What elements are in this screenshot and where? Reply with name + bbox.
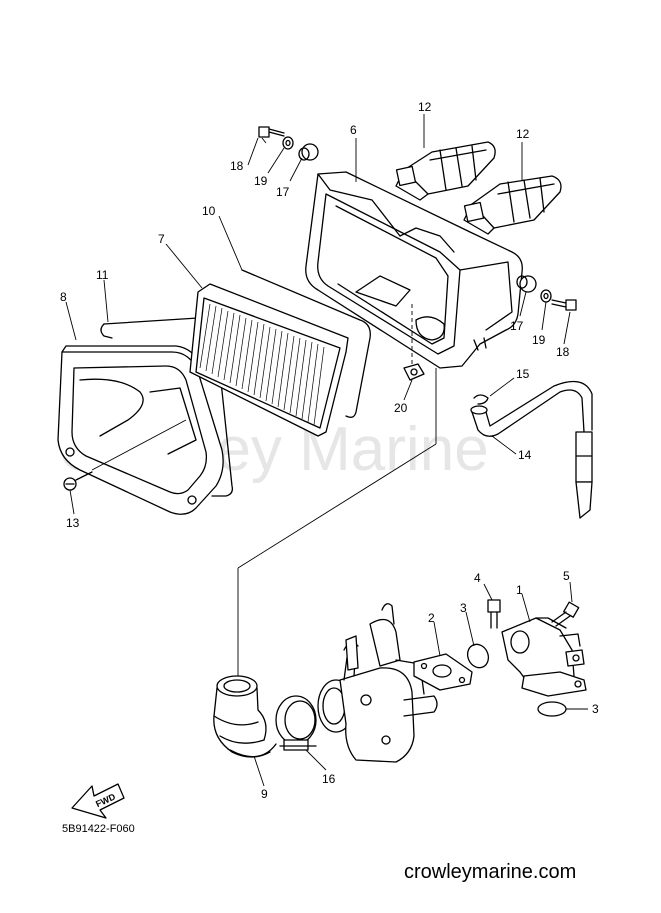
callout-9: 9 bbox=[261, 787, 268, 801]
callout-17-right: 17 bbox=[510, 319, 524, 333]
callout-17-upper: 17 bbox=[276, 185, 290, 199]
part-16-hose-clamp bbox=[275, 695, 317, 751]
callout-15: 15 bbox=[516, 367, 530, 381]
part-1-intake-manifold bbox=[501, 617, 587, 697]
fwd-arrow-icon: FWD bbox=[71, 783, 125, 819]
part-3-o-ring-upper bbox=[466, 643, 490, 669]
callout-12-upper: 12 bbox=[418, 100, 432, 114]
callout-3-lower: 3 bbox=[592, 702, 599, 716]
callout-19-right: 19 bbox=[532, 333, 546, 347]
part-13-screw bbox=[63, 471, 93, 491]
callout-4: 4 bbox=[474, 571, 481, 585]
part-17-collar-upper bbox=[298, 143, 319, 161]
part-8-case-cover bbox=[57, 345, 224, 515]
leader-lines bbox=[65, 114, 588, 787]
callout-14: 14 bbox=[518, 448, 532, 462]
diagram-code: 5B91422-F060 bbox=[62, 823, 135, 835]
callout-2: 2 bbox=[428, 611, 435, 625]
callout-labels: 12 12 6 18 19 17 10 7 11 8 17 19 18 15 2… bbox=[60, 100, 599, 801]
callout-10: 10 bbox=[202, 204, 216, 218]
part-18-bolt-upper bbox=[258, 126, 285, 138]
part-3-o-ring-lower bbox=[537, 701, 567, 717]
callout-16: 16 bbox=[322, 772, 336, 786]
callout-6: 6 bbox=[350, 123, 357, 137]
part-17-collar-right bbox=[516, 275, 537, 293]
callout-1: 1 bbox=[516, 583, 523, 597]
part-18-bolt-right bbox=[551, 299, 577, 311]
part-19-washer-right bbox=[540, 289, 552, 303]
callout-20: 20 bbox=[394, 401, 408, 415]
part-12-joint-lower bbox=[463, 175, 562, 235]
callout-12-lower: 12 bbox=[516, 127, 530, 141]
callout-19-upper: 19 bbox=[254, 174, 268, 188]
part-9-intake-joint bbox=[213, 675, 277, 758]
part-6-air-case bbox=[305, 171, 523, 369]
part-7-air-element bbox=[189, 283, 349, 437]
part-2-insulator bbox=[413, 653, 473, 691]
part-15-clip bbox=[473, 394, 489, 405]
part-10-seal bbox=[241, 269, 371, 418]
callout-8: 8 bbox=[60, 290, 67, 304]
carburetor bbox=[317, 603, 438, 763]
callout-11: 11 bbox=[96, 268, 109, 282]
callout-3-upper: 3 bbox=[460, 601, 467, 615]
callout-5: 5 bbox=[563, 569, 570, 583]
part-20-clamp bbox=[403, 363, 425, 381]
part-5-bolt bbox=[551, 601, 580, 627]
part-14-breather-hose bbox=[470, 380, 593, 519]
callout-18-right: 18 bbox=[556, 345, 570, 359]
callout-7: 7 bbox=[158, 232, 165, 246]
callout-18-upper: 18 bbox=[230, 159, 244, 173]
part-12-joint-upper bbox=[395, 141, 496, 201]
site-name: crowleymarine.com bbox=[404, 861, 576, 883]
part-4-bolt bbox=[487, 599, 501, 629]
callout-13: 13 bbox=[66, 516, 80, 530]
part-19-washer-upper bbox=[282, 136, 294, 150]
